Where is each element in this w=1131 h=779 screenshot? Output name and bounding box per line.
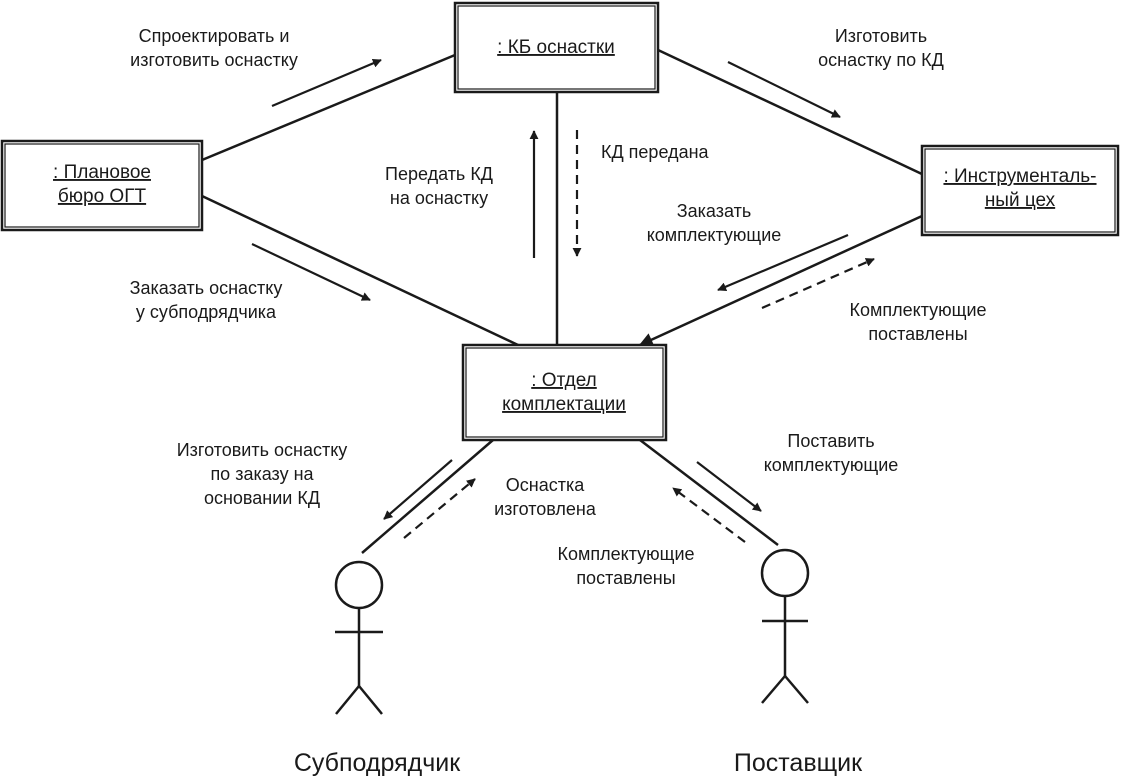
message-parts-delivered-top: Комплектующие поставлены xyxy=(849,300,986,344)
arrow-deliver-parts xyxy=(696,461,762,512)
actor-supplier: Поставщик xyxy=(734,548,863,777)
svg-text:Заказать: Заказать xyxy=(677,201,751,221)
svg-text:КД передана: КД передана xyxy=(601,142,710,162)
svg-text:Спроектировать и: Спроектировать и xyxy=(139,26,290,46)
svg-text:Комплектующие: Комплектующие xyxy=(849,300,986,320)
svg-text:поставлены: поставлены xyxy=(576,568,675,588)
message-order-parts: Заказать комплектующие xyxy=(647,201,782,245)
message-parts-delivered-bottom: Комплектующие поставлены xyxy=(557,544,694,588)
link-otdel-subcontractor xyxy=(361,439,494,554)
link-kb-instr xyxy=(657,48,925,177)
svg-text:Оснастка: Оснастка xyxy=(506,475,585,495)
object-instr-label-line1: : Инструменталь- xyxy=(943,166,1096,187)
arrow-order-parts xyxy=(717,233,849,292)
object-instrumentalny-tsekh: : Инструменталь- ный цех xyxy=(920,144,1120,237)
link-planovoe-kb xyxy=(201,53,456,162)
svg-text:Передать КД: Передать КД xyxy=(385,164,493,184)
object-planovoe-label-line1: : Плановое xyxy=(53,162,151,183)
svg-text:Поставить: Поставить xyxy=(787,431,874,451)
arrow-tooling-made xyxy=(403,478,476,539)
svg-text:поставлены: поставлены xyxy=(868,324,967,344)
svg-text:у субподрядчика: у субподрядчика xyxy=(136,302,277,322)
svg-text:изготовить оснастку: изготовить оснастку xyxy=(130,50,298,70)
svg-text:изготовлена: изготовлена xyxy=(494,499,597,519)
stick-figure-icon xyxy=(334,560,384,715)
svg-text:комплектующие: комплектующие xyxy=(764,455,899,475)
actor-subcontractor: Субподрядчик xyxy=(294,560,461,777)
svg-text:основании КД: основании КД xyxy=(204,488,320,508)
message-design-make: Спроектировать и изготовить оснастку xyxy=(130,26,298,70)
svg-text:Комплектующие: Комплектующие xyxy=(557,544,694,564)
stick-figure-icon xyxy=(760,548,810,704)
link-otdel-supplier xyxy=(639,439,779,546)
actor-subcontractor-name: Субподрядчик xyxy=(294,749,461,777)
object-otdel-label-line1: : Отдел xyxy=(531,370,597,391)
svg-text:Изготовить оснастку: Изготовить оснастку xyxy=(177,440,348,460)
arrow-make-by-order xyxy=(383,459,453,520)
svg-text:Изготовить: Изготовить xyxy=(835,26,927,46)
svg-text:Заказать оснастку: Заказать оснастку xyxy=(130,278,283,298)
link-planovoe-otdel xyxy=(201,194,519,347)
object-kb-label: : КБ оснастки xyxy=(497,37,615,58)
object-instr-label-line2: ный цех xyxy=(985,190,1056,211)
message-make-by-order: Изготовить оснастку по заказу на основан… xyxy=(177,440,348,508)
message-pass-kd: Передать КД на оснастку xyxy=(385,164,493,208)
object-kb-osnastki: : КБ оснастки xyxy=(453,1,660,94)
arrow-order-sub xyxy=(251,243,371,301)
object-otdel-komplektatsii: : Отдел комплектации xyxy=(461,343,668,442)
arrow-parts-delivered-top xyxy=(761,257,875,310)
message-kd-sent: КД передана xyxy=(601,142,710,162)
svg-text:комплектующие: комплектующие xyxy=(647,225,782,245)
message-make-by-kd: Изготовить оснастку по КД xyxy=(818,26,944,70)
arrow-design-make xyxy=(271,58,382,108)
svg-text:на оснастку: на оснастку xyxy=(390,188,488,208)
message-order-sub: Заказать оснастку у субподрядчика xyxy=(130,278,283,322)
message-deliver-parts: Поставить комплектующие xyxy=(764,431,899,475)
svg-text:по заказу на: по заказу на xyxy=(210,464,314,484)
link-instr-otdel xyxy=(638,214,923,347)
object-otdel-label-line2: комплектации xyxy=(502,394,626,415)
object-planovoe-byuro: : Плановое бюро ОГТ xyxy=(0,139,204,232)
message-tooling-made: Оснастка изготовлена xyxy=(494,475,597,519)
actor-supplier-name: Поставщик xyxy=(734,749,863,777)
arrow-make-by-kd xyxy=(727,61,841,118)
svg-text:оснастку по КД: оснастку по КД xyxy=(818,50,944,70)
arrow-parts-delivered-bottom xyxy=(672,487,746,543)
object-planovoe-label-line2: бюро ОГТ xyxy=(58,186,147,207)
